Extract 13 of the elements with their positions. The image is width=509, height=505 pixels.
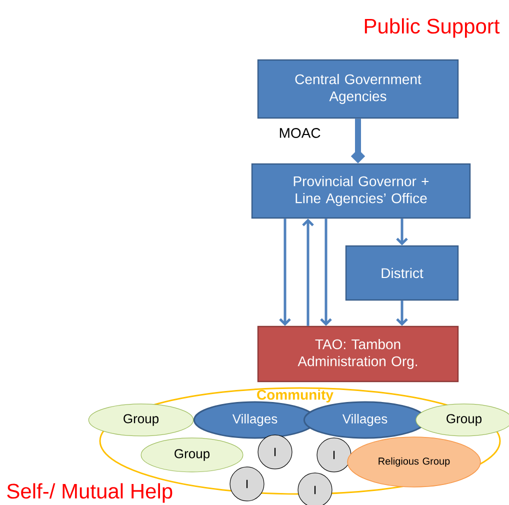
arrow xyxy=(350,118,366,164)
arrow xyxy=(320,218,332,326)
arrow xyxy=(396,218,408,246)
arrow xyxy=(302,218,314,326)
agency-box: Provincial Governor + Line Agencies’ Office xyxy=(251,163,471,219)
agency-box: District xyxy=(345,245,459,301)
agency-box: TAO: Tambon Administration Org. xyxy=(257,326,459,382)
section-label: Self-/ Mutual Help xyxy=(7,483,172,503)
section-label: Public Support xyxy=(364,18,500,38)
agency-box: Central Government Agencies xyxy=(257,59,459,119)
arrow xyxy=(396,300,408,326)
arrow xyxy=(279,218,291,326)
edge-label: MOAC xyxy=(280,128,320,138)
